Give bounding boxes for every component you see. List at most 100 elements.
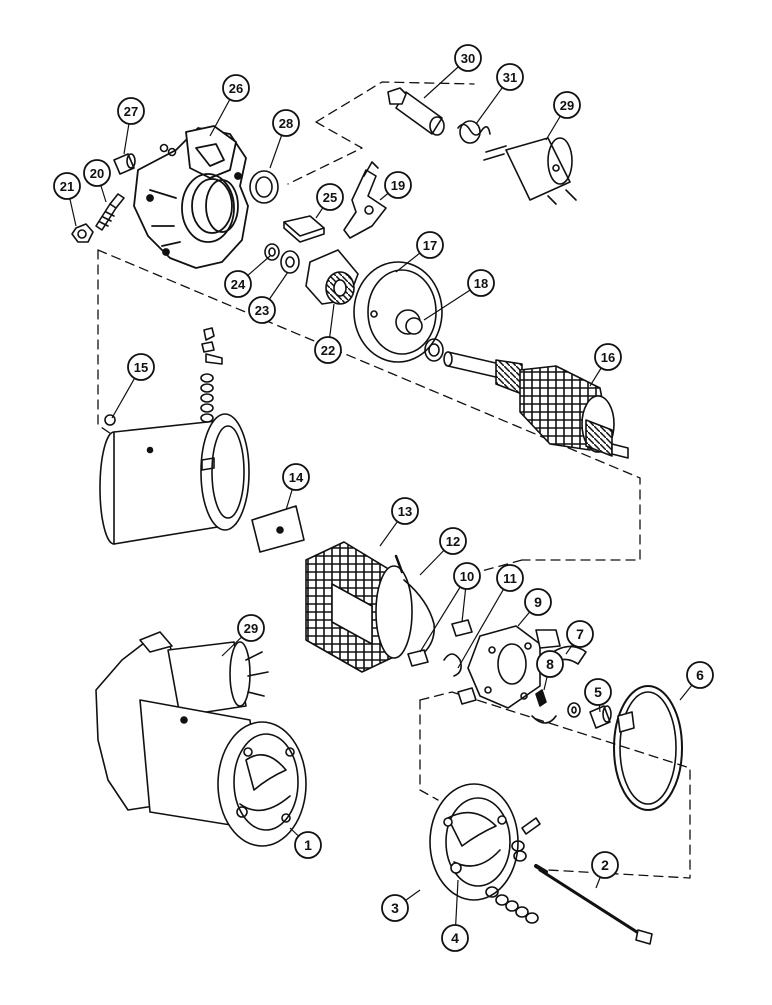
callout-number: 4: [451, 930, 459, 946]
callout-circle: [224, 270, 252, 298]
nut-washer-stack: [485, 886, 539, 924]
callout-c5: 5: [584, 678, 612, 706]
brush-10a: [451, 619, 473, 637]
plunger-30: [387, 87, 445, 136]
callout-c7: 7: [566, 620, 594, 648]
callout-number: 20: [90, 166, 104, 181]
assembled-starter: [95, 631, 307, 847]
callout-c18: 18: [467, 269, 495, 297]
callout-number: 12: [446, 534, 460, 549]
callout-number: 9: [534, 594, 542, 610]
callout-circle: [441, 924, 469, 952]
callout-c29b: 29: [237, 614, 265, 642]
callout-c15: 15: [127, 353, 155, 381]
commutator-end-cover: [429, 783, 519, 901]
callout-circle: [316, 183, 344, 211]
callout-circle: [524, 588, 552, 616]
dashed-guide-lines: [97, 81, 691, 879]
drive-end-housing: [133, 125, 249, 269]
callout-c10: 10: [453, 562, 481, 590]
callout-circle: [566, 620, 594, 648]
callout-c3: 3: [381, 894, 409, 922]
nut-21: [71, 223, 94, 243]
callout-c8: 8: [536, 650, 564, 678]
callout-c21: 21: [53, 172, 81, 200]
terminal-stack: [200, 327, 223, 423]
callout-c25: 25: [316, 183, 344, 211]
field-terminal-12: [394, 554, 436, 657]
callout-circle: [272, 109, 300, 137]
through-bolt-2: [534, 864, 653, 945]
callout-number: 7: [576, 626, 584, 642]
callout-number: 10: [460, 569, 474, 584]
callout-c14: 14: [282, 463, 310, 491]
callout-c4: 4: [441, 924, 469, 952]
callout-circle: [439, 527, 467, 555]
bush-18: [405, 317, 423, 335]
callout-number: 25: [323, 190, 337, 205]
callout-number: 29: [560, 98, 574, 113]
callout-c1: 1: [294, 831, 322, 859]
terminal-bolt: [511, 817, 541, 862]
pole-shoe-14: [251, 505, 305, 553]
callout-circle: [467, 269, 495, 297]
callout-number: 27: [124, 104, 138, 119]
callout-circle: [384, 171, 412, 199]
callout-circle: [591, 851, 619, 879]
shift-fork-19: [343, 161, 387, 239]
callout-circle: [248, 296, 276, 324]
callout-c30: 30: [454, 44, 482, 72]
callout-c22: 22: [314, 336, 342, 364]
clip-8: [531, 689, 557, 724]
callout-number: 26: [229, 81, 243, 96]
callout-c13: 13: [391, 497, 419, 525]
callout-number: 16: [601, 350, 615, 365]
callout-number: 17: [423, 238, 437, 253]
callout-c19: 19: [384, 171, 412, 199]
callout-number: 15: [134, 360, 148, 375]
callout-c6: 6: [686, 661, 714, 689]
callout-circle: [536, 650, 564, 678]
callout-c28: 28: [272, 109, 300, 137]
callout-number: 11: [503, 571, 517, 586]
washer-23: [280, 250, 300, 274]
callout-number: 18: [474, 276, 488, 291]
callout-c2: 2: [591, 851, 619, 879]
callout-circle: [686, 661, 714, 689]
callout-c16: 16: [594, 343, 622, 371]
callout-number: 24: [231, 277, 246, 292]
callout-circle: [553, 91, 581, 119]
brush-10b: [407, 649, 429, 667]
callout-c27: 27: [117, 97, 145, 125]
yoke-housing: [99, 413, 250, 545]
pivot-pin-20: [95, 193, 125, 231]
callout-c20: 20: [83, 159, 111, 187]
callout-circle: [584, 678, 612, 706]
callout-number: 22: [321, 343, 335, 358]
callout-c11: 11: [496, 564, 524, 592]
callout-circle: [282, 463, 310, 491]
pinion-drive-22: [305, 249, 359, 305]
solenoid-29-top: [483, 137, 577, 205]
callout-circle: [594, 343, 622, 371]
callout-number: 1: [304, 837, 312, 853]
callout-circle: [117, 97, 145, 125]
callout-number: 13: [398, 504, 412, 519]
callout-circle: [381, 894, 409, 922]
washer-small: [567, 702, 581, 718]
bush-5: [589, 705, 612, 729]
callout-c17: 17: [416, 231, 444, 259]
callout-number: 23: [255, 303, 269, 318]
callout-number: 21: [60, 179, 74, 194]
cover-band-6: [613, 685, 683, 811]
callout-c9: 9: [524, 588, 552, 616]
callout-number: 14: [289, 470, 304, 485]
callout-c31: 31: [496, 63, 524, 91]
callout-c29a: 29: [553, 91, 581, 119]
seal-28: [249, 170, 279, 204]
callout-number: 3: [391, 900, 399, 916]
callout-circle: [294, 831, 322, 859]
